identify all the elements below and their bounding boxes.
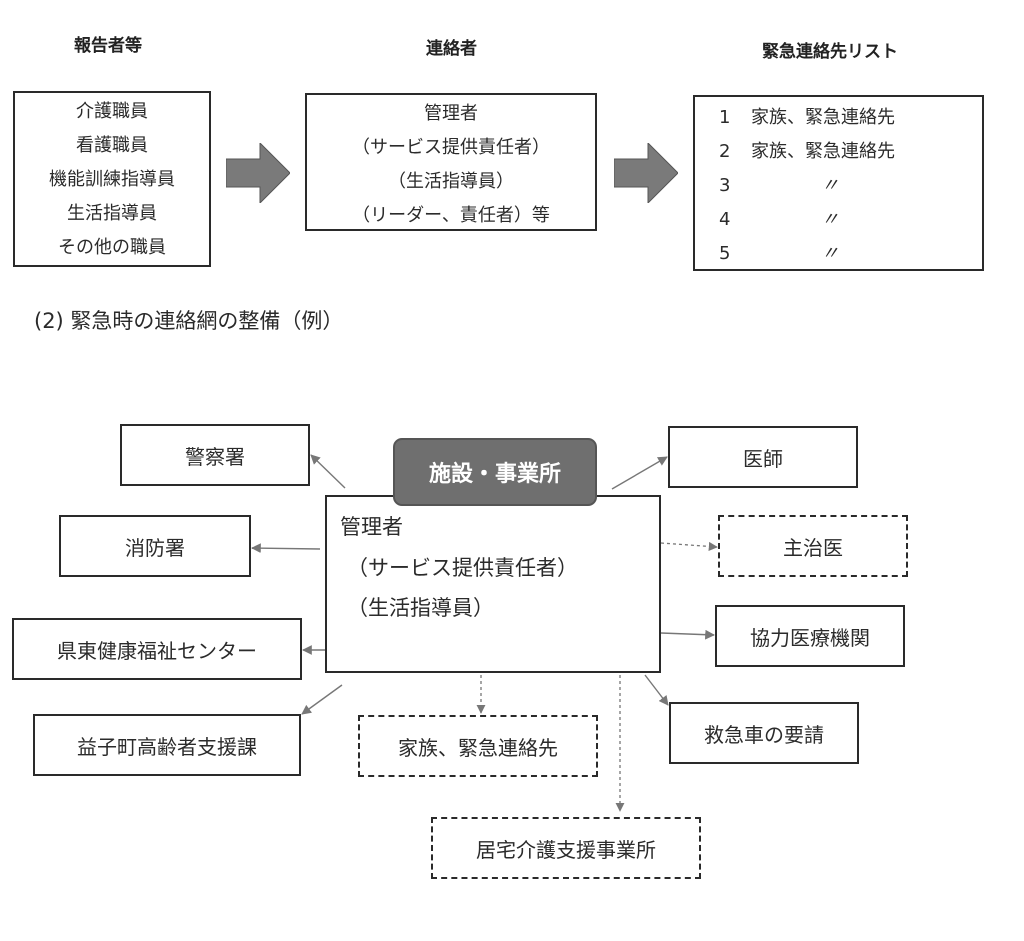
reporter-item: 看護職員 <box>76 135 148 156</box>
connector-doctor <box>611 456 668 490</box>
connector-police <box>310 454 346 489</box>
list-row-text: 家族、緊急連絡先 <box>751 141 895 162</box>
contact-heading: 連絡者 <box>426 39 477 59</box>
list-row: 4〃 <box>719 205 839 231</box>
node-family: 家族、緊急連絡先 <box>358 715 598 777</box>
list-heading: 緊急連絡先リスト <box>762 42 898 62</box>
facility-label: 施設・事業所 <box>393 438 597 506</box>
node-ambulance: 救急車の要請 <box>669 702 859 764</box>
list-row: 1 家族、緊急連絡先 <box>719 103 895 129</box>
center-line-service: （サービス提供責任者） <box>347 556 578 580</box>
node-home-care: 居宅介護支援事業所 <box>431 817 701 879</box>
center-line-life-guide: （生活指導員） <box>347 596 494 620</box>
list-row: 2 家族、緊急連絡先 <box>719 137 895 163</box>
list-row-number: 1 <box>719 107 731 128</box>
reporter-item: その他の職員 <box>58 237 166 258</box>
node-doctor: 医師 <box>668 426 858 488</box>
list-row: 3〃 <box>719 171 839 197</box>
node-primary-doctor: 主治医 <box>718 515 908 577</box>
contact-item: （リーダー、責任者）等 <box>352 205 550 226</box>
reporter-item: 機能訓練指導員 <box>49 169 175 190</box>
list-row-number: 3 <box>719 175 731 196</box>
node-elderly-support: 益子町高齢者支援課 <box>33 714 301 776</box>
list-row: 5〃 <box>719 239 839 265</box>
list-row-text: 〃 <box>821 175 839 196</box>
contact-item: （生活指導員） <box>388 171 514 192</box>
list-row-number: 5 <box>719 243 731 264</box>
reporters-heading: 報告者等 <box>74 36 142 56</box>
connector-ambulance <box>644 674 669 706</box>
list-row-number: 4 <box>719 209 731 230</box>
right-arrow-icon <box>226 143 290 203</box>
list-row-text: 家族、緊急連絡先 <box>751 107 895 128</box>
list-row-text: 〃 <box>821 243 839 264</box>
connector-primary-doctor <box>660 541 718 551</box>
node-fire: 消防署 <box>59 515 251 577</box>
list-row-number: 2 <box>719 141 731 162</box>
center-line-manager: 管理者 <box>340 515 403 539</box>
reporters-box: 介護職員 看護職員 機能訓練指導員 生活指導員 その他の職員 <box>13 91 211 267</box>
contact-item: （サービス提供責任者） <box>352 137 550 158</box>
node-cooperating-medical: 協力医療機関 <box>715 605 905 667</box>
connector-elderly-support <box>301 684 343 715</box>
connector-cooperating-medical <box>660 629 715 640</box>
facility-manager-box: 管理者 （サービス提供責任者） （生活指導員） <box>325 495 661 673</box>
connector-fire <box>251 543 321 554</box>
list-row-text: 〃 <box>821 209 839 230</box>
reporter-item: 生活指導員 <box>67 203 157 224</box>
contact-item: 管理者 <box>424 103 478 124</box>
node-welfare-center: 県東健康福祉センター <box>12 618 302 680</box>
reporter-item: 介護職員 <box>76 101 148 122</box>
contact-box: 管理者 （サービス提供責任者） （生活指導員） （リーダー、責任者）等 <box>305 93 597 231</box>
node-police: 警察署 <box>120 424 310 486</box>
right-arrow-icon <box>614 143 678 203</box>
section-title: (2) 緊急時の連絡網の整備（例） <box>34 309 344 333</box>
